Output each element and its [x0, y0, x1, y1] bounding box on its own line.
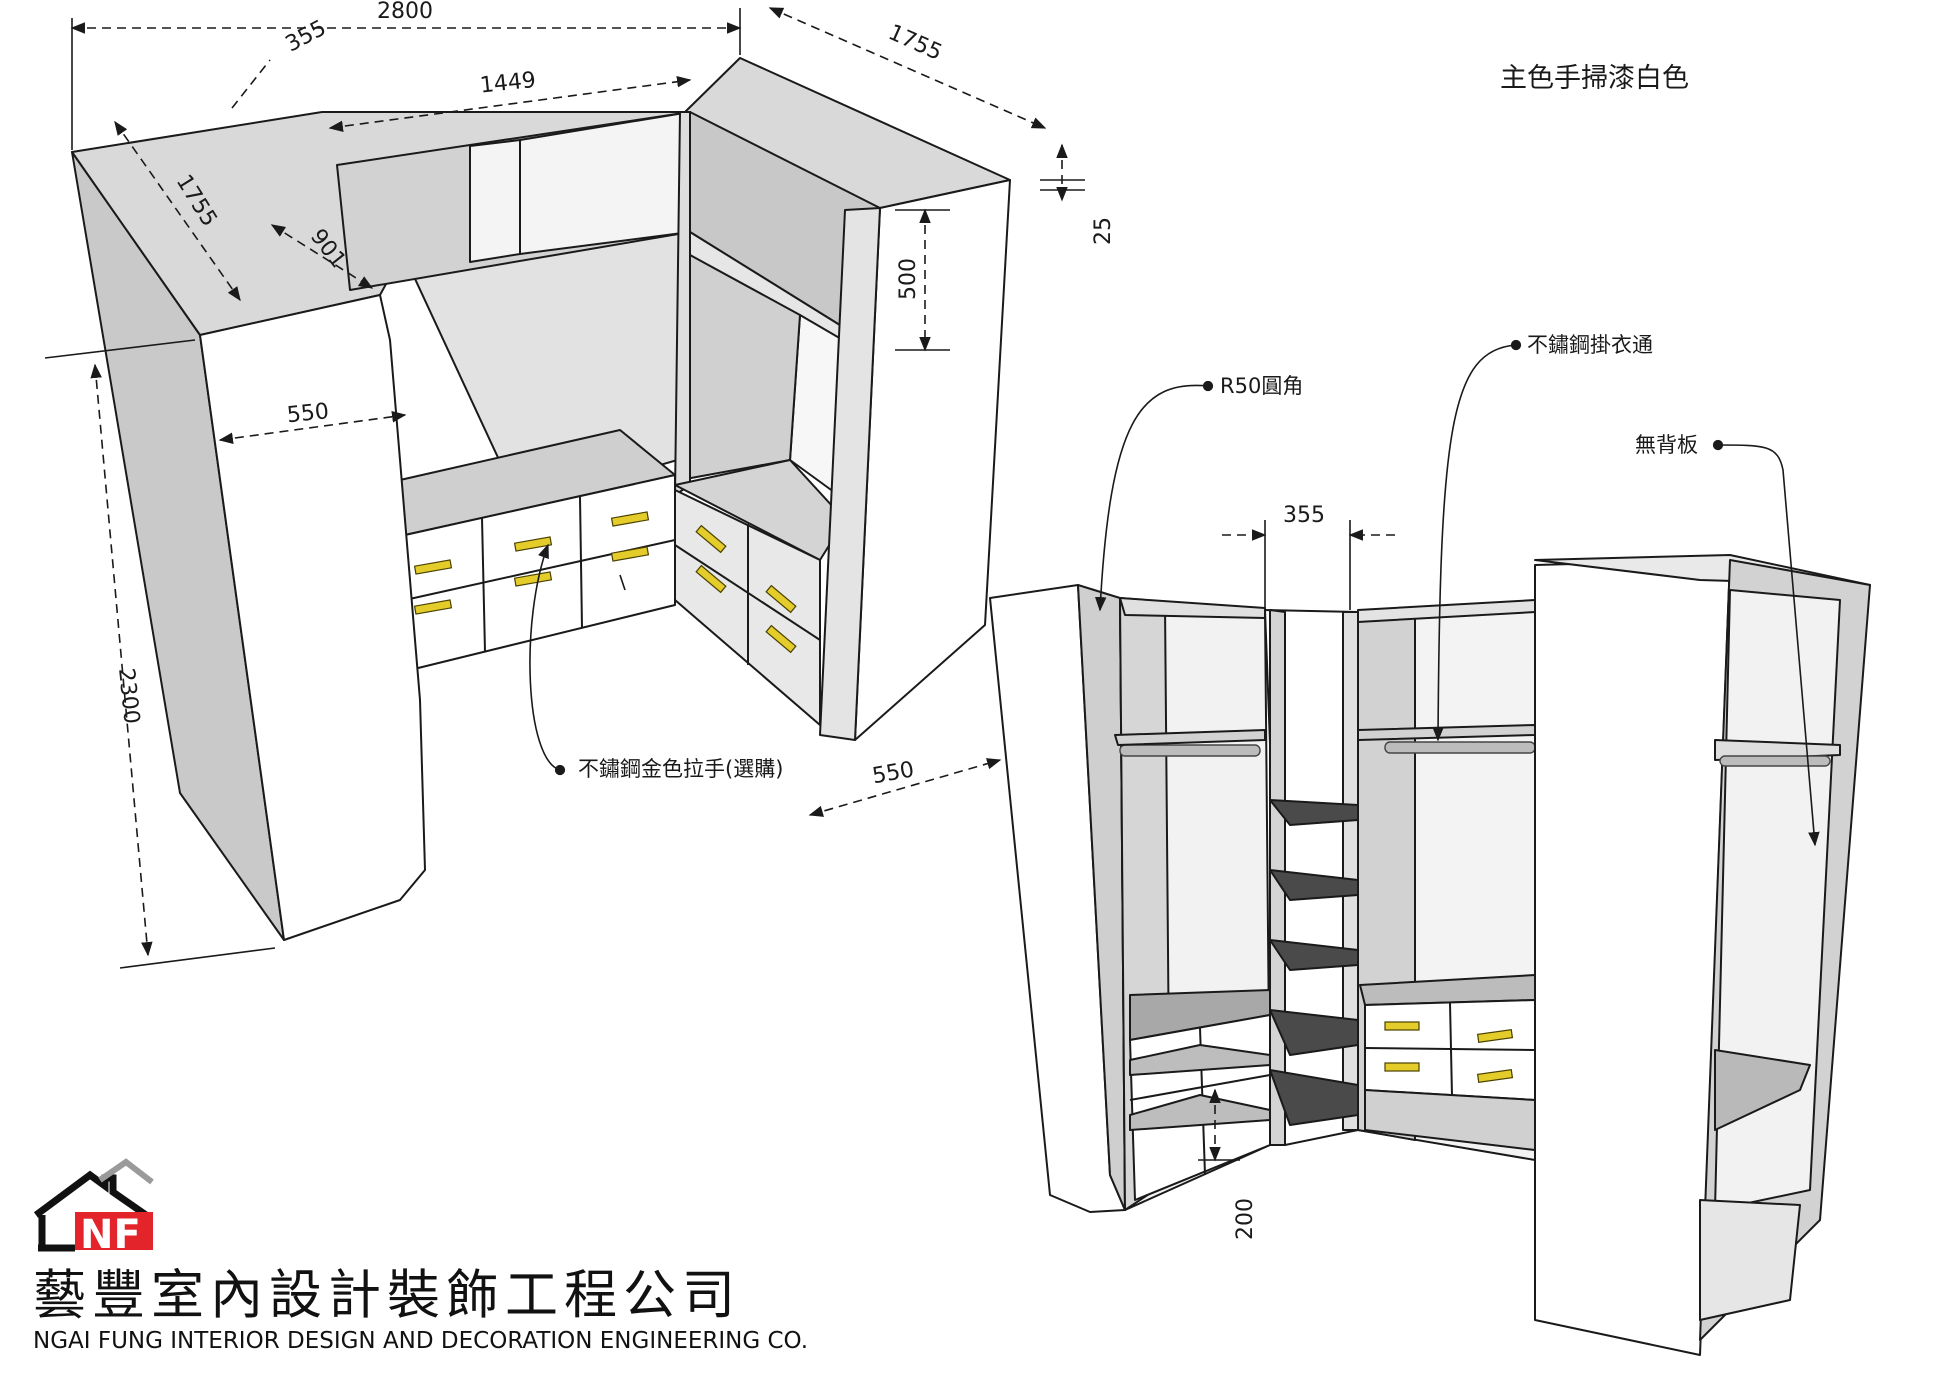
drawer-handle	[610, 511, 650, 527]
drawer-handle	[413, 599, 453, 615]
drawer-handle	[765, 624, 797, 654]
hanging-rail	[1119, 744, 1261, 757]
drawer-handle	[1384, 1062, 1420, 1072]
drawer-handle	[1476, 1028, 1514, 1044]
dim-right-depth: 1755	[884, 20, 945, 66]
dim-front-depth: 550	[870, 757, 916, 789]
hanging-rail	[1384, 741, 1536, 754]
drawer-handle	[695, 524, 727, 554]
company-name-english: NGAI FUNG INTERIOR DESIGN AND DECORATION…	[33, 1328, 808, 1354]
right-wardrobe-view	[989, 554, 1871, 1356]
drawer-handle	[695, 564, 727, 594]
drawer-handle	[610, 546, 650, 562]
color-note: 主色手掃漆白色	[1500, 63, 1689, 94]
dim-panel-thickness: 25	[1091, 217, 1116, 245]
dim-top-span: 1449	[479, 68, 537, 99]
callout-radius: R50圓角	[1220, 374, 1303, 398]
dim-overall-width: 2800	[377, 0, 433, 24]
logo-letters: NF	[80, 1212, 141, 1258]
drawer-handle	[413, 559, 453, 575]
left-wardrobe-view	[71, 57, 1011, 941]
drawer-handle	[1384, 1021, 1420, 1031]
callout-rail: 不鏽鋼掛衣通	[1527, 333, 1653, 357]
left-dimension-lines	[44, 7, 1085, 969]
dim-corner-gap: 355	[282, 16, 331, 58]
drawer-handle	[513, 536, 553, 552]
dim-shelf-height: 500	[896, 258, 921, 300]
right-leader-lines	[1094, 339, 1820, 1162]
company-name-chinese: 藝豐室內設計裝飾工程公司	[33, 1265, 741, 1326]
dim-height: 2300	[113, 667, 144, 725]
drawer-handle	[765, 584, 797, 614]
company-logo: NF	[33, 1158, 154, 1258]
dim-inner-depth: 550	[286, 399, 330, 428]
dim-bottom-gap: 200	[1233, 1198, 1258, 1240]
hanging-rail	[1719, 755, 1831, 767]
dim-corner-width: 355	[1283, 503, 1325, 528]
callout-handle: 不鏽鋼金色拉手(選購)	[578, 757, 783, 781]
callout-no-back: 無背板	[1635, 433, 1698, 457]
drawer-handle	[1476, 1068, 1514, 1084]
